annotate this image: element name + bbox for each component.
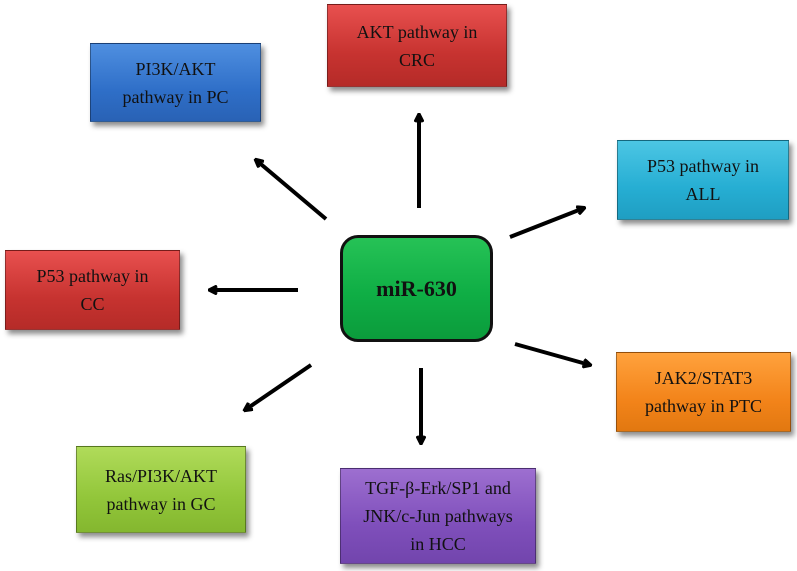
node-line: CRC [398, 49, 436, 70]
node-line: pathway in GC [106, 493, 216, 514]
node-p53-all: P53 pathway in ALL [617, 140, 789, 220]
node-akt-crc: AKT pathway in CRC [327, 4, 507, 87]
node-line: Ras/PI3K/AKT [105, 465, 217, 486]
node-line: JAK2/STAT3 [654, 368, 753, 388]
arrow-to-pi3k-pc [256, 160, 328, 221]
node-p53-cc: P53 pathway in CC [5, 250, 180, 330]
node-line: PI3K/AKT [135, 58, 216, 79]
node-line: in HCC [410, 534, 466, 554]
node-line: ALL [685, 184, 721, 204]
node-line: CC [80, 294, 105, 314]
node-pi3k-akt-pc: PI3K/AKT pathway in PC [90, 43, 261, 122]
node-line: pathway in PTC [645, 396, 762, 416]
node-line: JNK/c-Jun pathways [363, 506, 513, 526]
node-tgf-jnk-hcc: TGF-β-Erk/SP1 and JNK/c-Jun pathways in … [340, 468, 536, 564]
node-line: TGF-β-Erk/SP1 and [365, 478, 511, 498]
arrow-to-jak2-ptc [514, 342, 590, 365]
arrow-to-p53-all [509, 208, 584, 239]
node-line: pathway in PC [122, 86, 229, 107]
arrow-to-ras-gc [245, 363, 313, 410]
node-line: P53 pathway in [36, 266, 149, 286]
node-jak2-stat3-ptc: JAK2/STAT3 pathway in PTC [616, 352, 791, 432]
center-node-mir630: miR-630 [340, 235, 493, 342]
center-node-label: miR-630 [376, 275, 457, 301]
node-ras-pi3k-akt-gc: Ras/PI3K/AKT pathway in GC [76, 446, 246, 533]
node-line: P53 pathway in [647, 156, 759, 176]
node-line: AKT pathway in [356, 21, 478, 42]
